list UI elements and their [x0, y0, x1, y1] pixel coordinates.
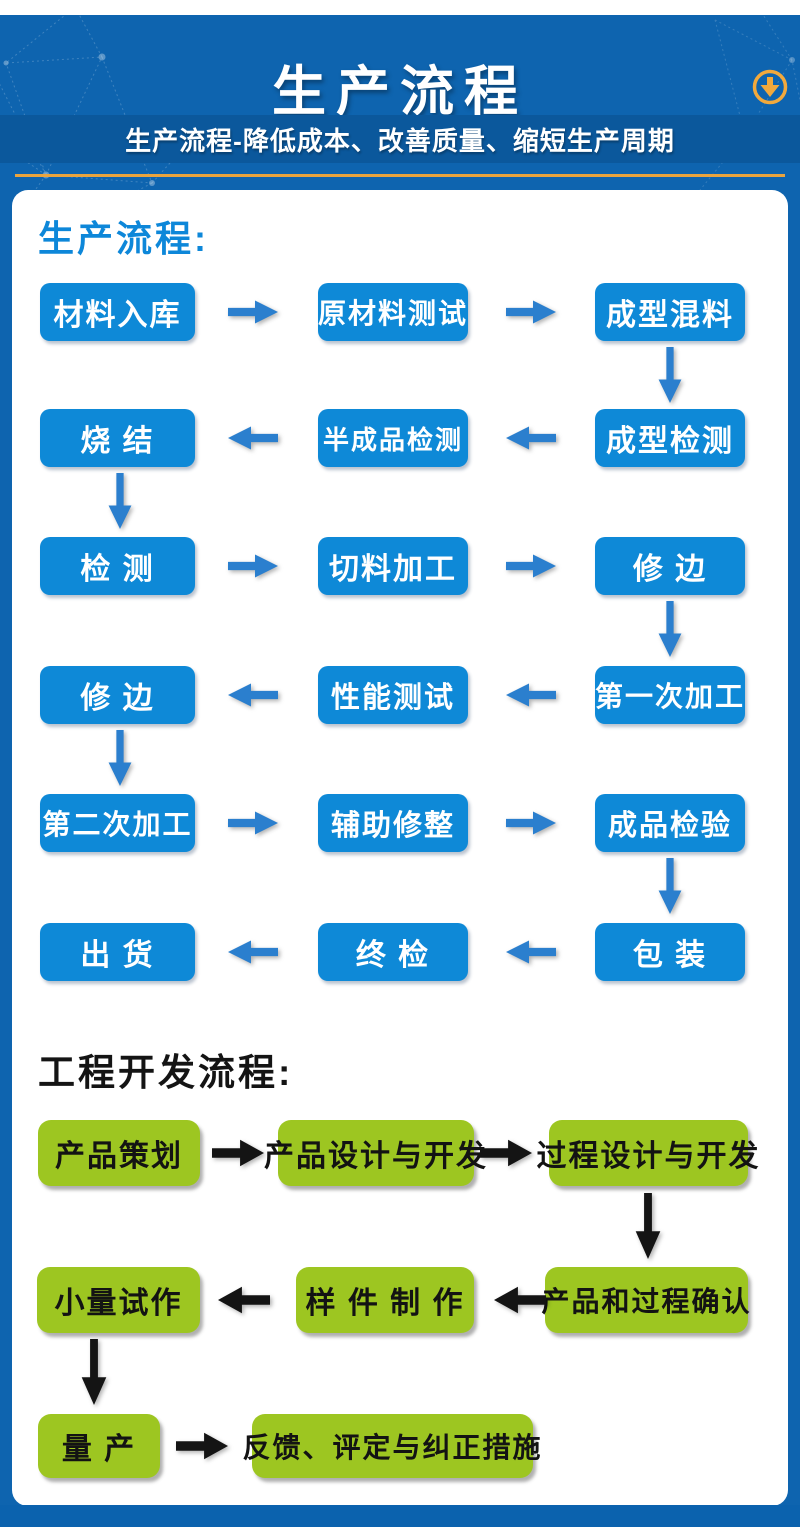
blue-flow-box: 半成品检测 — [318, 409, 468, 467]
content-card: 生产流程: 材料入库 原材料测试 成型混料 烧 结 半成品检测 成型检测 检 测… — [12, 190, 788, 1506]
blue-flow-box: 出 货 — [40, 923, 195, 981]
green-flow-box: 过程设计与开发 — [537, 1120, 759, 1186]
arrow-down-icon — [107, 473, 133, 529]
arrow-left-icon — [228, 425, 278, 451]
page-title: 生产流程 — [272, 62, 528, 122]
blue-flow-box: 终 检 — [318, 923, 468, 981]
green-flow-box: 反馈、评定与纠正措施 — [243, 1414, 541, 1478]
engineering-flow-heading: 工程开发流程: — [38, 1052, 294, 1093]
arrow-right-icon — [228, 299, 278, 325]
arrow-right-icon — [506, 299, 556, 325]
blue-flow-box: 检 测 — [40, 537, 195, 595]
circle-down-arrow-icon — [752, 69, 788, 105]
scroll-down-button[interactable] — [751, 68, 789, 106]
blue-flow-box: 成品检验 — [595, 794, 745, 852]
blue-flow-box: 修 边 — [40, 666, 195, 724]
arrow-down-icon — [634, 1193, 662, 1259]
blue-flow-box: 性能测试 — [318, 666, 468, 724]
arrow-left-icon — [506, 425, 556, 451]
arrow-right-icon — [506, 553, 556, 579]
green-flow-box: 小量试作 — [37, 1267, 200, 1333]
top-white-strip — [0, 0, 800, 15]
subtitle-band: 生产流程-降低成本、改善质量、缩短生产周期 — [0, 115, 800, 163]
arrow-left-icon — [218, 1285, 270, 1315]
blue-flow-box: 烧 结 — [40, 409, 195, 467]
blue-flow-box: 成型检测 — [595, 409, 745, 467]
page-header: 生产流程 生产流程-降低成本、改善质量、缩短生产周期 — [0, 15, 800, 190]
arrow-right-icon — [506, 810, 556, 836]
arrow-right-icon — [228, 553, 278, 579]
orange-divider-line — [15, 174, 785, 177]
blue-flow-box: 原材料测试 — [318, 283, 468, 341]
arrow-left-icon — [506, 939, 556, 965]
blue-flow-box: 辅助修整 — [318, 794, 468, 852]
arrow-left-icon — [494, 1285, 546, 1315]
arrow-down-icon — [657, 858, 683, 914]
green-flow-box: 量 产 — [38, 1414, 160, 1478]
footer-bar — [0, 1505, 800, 1527]
arrow-down-icon — [80, 1339, 108, 1405]
arrow-right-icon — [212, 1138, 264, 1168]
green-flow-box: 产品设计与开发 — [264, 1120, 486, 1186]
arrow-left-icon — [228, 939, 278, 965]
blue-flow-box: 切料加工 — [318, 537, 468, 595]
green-flow-box: 产品和过程确认 — [542, 1267, 750, 1333]
arrow-right-icon — [480, 1138, 532, 1168]
page-subtitle: 生产流程-降低成本、改善质量、缩短生产周期 — [125, 125, 675, 156]
blue-flow-box: 成型混料 — [595, 283, 745, 341]
green-flow-box: 样 件 制 作 — [296, 1267, 474, 1333]
arrow-left-icon — [506, 682, 556, 708]
production-flow-heading: 生产流程: — [38, 218, 209, 259]
blue-flow-box: 第二次加工 — [40, 794, 195, 852]
arrow-down-icon — [657, 347, 683, 403]
arrow-right-icon — [176, 1431, 228, 1461]
arrow-down-icon — [107, 730, 133, 786]
arrow-right-icon — [228, 810, 278, 836]
blue-flow-box: 材料入库 — [40, 283, 195, 341]
blue-flow-box: 修 边 — [595, 537, 745, 595]
green-flow-box: 产品策划 — [38, 1120, 200, 1186]
blue-flow-box: 包 装 — [595, 923, 745, 981]
arrow-down-icon — [657, 601, 683, 657]
arrow-left-icon — [228, 682, 278, 708]
blue-flow-box: 第一次加工 — [595, 666, 745, 724]
